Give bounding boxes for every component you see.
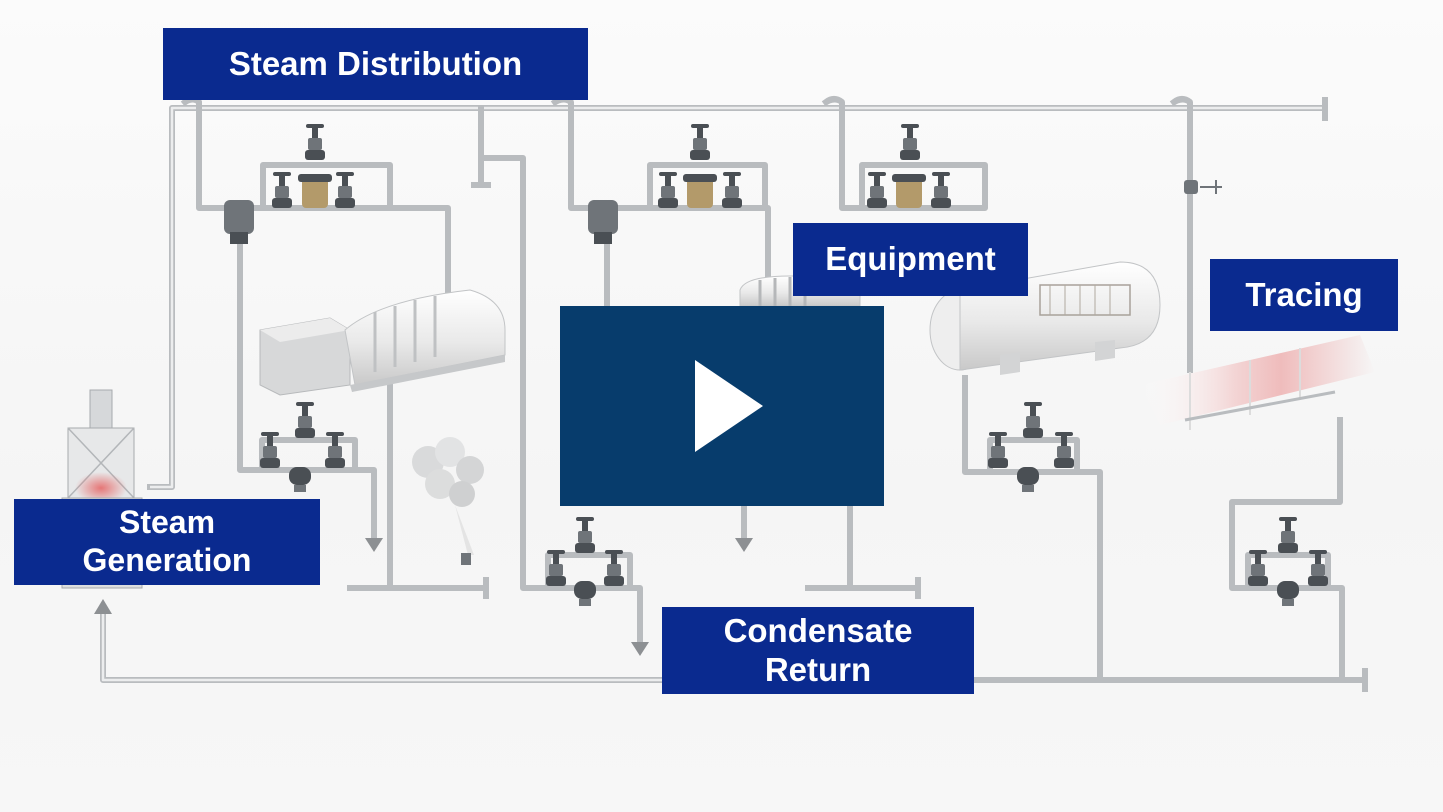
play-button[interactable] [560, 306, 884, 506]
trap-station [1248, 517, 1328, 606]
condensate-return-pipes [100, 609, 1368, 692]
label-tracing-text: Tracing [1245, 275, 1363, 313]
label-steam-generation-line-1: Steam [118, 504, 216, 541]
separator [224, 200, 618, 244]
label-condensate-return: Condensate Return [662, 607, 974, 694]
valve-cluster [272, 124, 355, 208]
turbine [259, 289, 506, 396]
valve-cluster [867, 124, 951, 208]
drain-arrow [365, 538, 383, 552]
label-condensate-return-line-2: Return [764, 650, 872, 688]
air-vent [1184, 180, 1222, 194]
steam-cloud [412, 437, 484, 565]
traced-pipe [1140, 335, 1375, 430]
label-steam-distribution-text: Steam Distribution [228, 44, 523, 82]
drain-arrow [631, 642, 649, 656]
label-tracing: Tracing [1210, 259, 1398, 331]
valve-cluster [658, 124, 742, 208]
label-equipment: Equipment [793, 223, 1028, 296]
trap-station [988, 402, 1074, 492]
station-2-pipes [545, 162, 921, 643]
trap-station [546, 517, 624, 606]
trap-station [260, 402, 345, 492]
label-steam-generation-line-2: Generation [82, 542, 252, 578]
label-condensate-return-line-1: Condensate [723, 611, 913, 649]
play-icon [695, 360, 763, 452]
drain-arrow [735, 538, 753, 552]
label-equipment-text: Equipment [825, 240, 996, 278]
label-steam-generation: Steam Generation [14, 499, 320, 585]
return-arrow [94, 599, 112, 614]
label-steam-distribution: Steam Distribution [163, 28, 588, 100]
